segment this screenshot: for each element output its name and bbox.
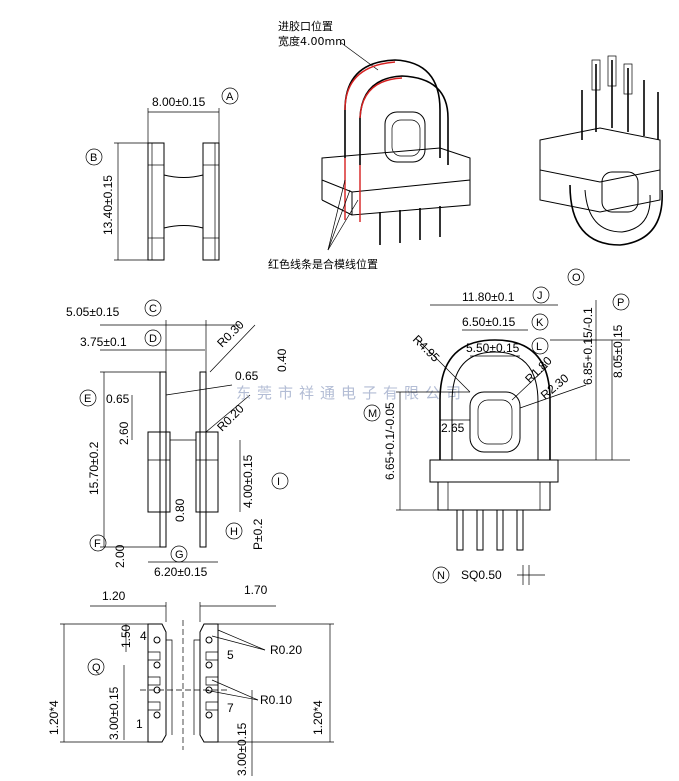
tag-n: N (437, 570, 445, 582)
front-view: 11.80±0.1 J O P 6.50±0.15 K 5.50±0.15 L … (363, 268, 630, 585)
d080: 0.80 (173, 498, 187, 522)
pin-4-label: 4 (140, 629, 147, 643)
left-flange (147, 142, 165, 261)
d120-top: 1.20 (102, 589, 126, 603)
sq050: SQ0.50 (461, 568, 502, 582)
tag-a: A (226, 91, 234, 103)
d265: 2.65 (441, 421, 465, 435)
dim-top-width: 8.00±0.15 (152, 95, 206, 109)
pin-1-label: 1 (136, 717, 143, 731)
d040: 0.40 (275, 348, 289, 372)
dim-d: 3.75±0.1 (80, 335, 127, 349)
d120x4-right: 1.20*4 (311, 700, 325, 735)
d200: 2.00 (113, 544, 127, 568)
isometric-view-front: 进胶口位置 宽度4.00mm 红色线条是合模线位置 (268, 19, 471, 271)
tag-g: G (175, 549, 184, 561)
tag-e: E (84, 393, 91, 405)
tag-d: D (149, 333, 157, 345)
d065-left: 0.65 (106, 392, 130, 406)
d1180: 11.80±0.1 (462, 290, 515, 304)
r030: R0.30 (214, 317, 247, 350)
r020-bottom: R0.20 (270, 643, 302, 657)
d300-left: 3.00±0.15 (107, 686, 121, 740)
tag-k: K (536, 317, 544, 329)
tag-circle-b (85, 148, 103, 166)
top-end-view: 8.00±0.15 A 13.40±0.15 B (85, 87, 239, 261)
r020: R0.20 (214, 401, 247, 434)
tag-circle-a (221, 87, 239, 105)
tag-h: H (230, 526, 238, 538)
tag-c: C (149, 303, 157, 315)
p02: P±0.2 (251, 518, 265, 550)
tag-f: F (94, 538, 101, 550)
side-pin-right (199, 371, 207, 548)
d170: 1.70 (244, 583, 268, 597)
side-view: 5.05±0.15 C 3.75±0.1 D R0.30 0.65 0.40 E… (66, 299, 289, 579)
d065-top: 0.65 (235, 369, 259, 383)
tag-p: P (617, 297, 624, 309)
tag-j: J (537, 290, 543, 302)
d620: 6.20±0.15 (154, 565, 208, 579)
r010: R0.10 (260, 693, 292, 707)
pin-7-label: 7 (227, 701, 234, 715)
gate-note-1: 进胶口位置 (278, 19, 333, 33)
d120x4-left: 1.20*4 (47, 700, 61, 735)
watermark: 东莞市祥通电子有限公司 (236, 384, 467, 402)
d685: 6.85+0.15/-0.1 (581, 307, 595, 385)
right-flange (202, 142, 220, 261)
d550: 5.50±0.15 (466, 341, 520, 355)
tag-i: I (277, 476, 280, 488)
d400: 4.00±0.15 (241, 454, 255, 508)
tag-q: Q (92, 662, 101, 674)
pin-5-label: 5 (227, 648, 234, 662)
d665: 6.65+0.1/-0.05 (383, 402, 397, 480)
gate-note-2: 宽度4.00mm (278, 34, 346, 48)
r230: R2.30 (538, 371, 572, 403)
tag-b: B (90, 152, 97, 164)
dim-top-height: 13.40±0.15 (101, 175, 115, 235)
isometric-view-back (539, 55, 663, 246)
d650: 6.50±0.15 (462, 315, 516, 329)
tag-l: L (536, 341, 542, 353)
dim-c: 5.05±0.15 (66, 305, 120, 319)
d260: 2.60 (117, 421, 131, 445)
side-pin-left (159, 371, 167, 548)
bottom-view: 1.20 1.70 1.50 Q 1.20*4 3.00±0.15 R0.20 … (47, 583, 334, 776)
tag-m: M (368, 408, 377, 420)
tag-o: O (572, 272, 581, 284)
d1570: 15.70±0.2 (87, 441, 101, 495)
d805: 8.05±0.15 (611, 324, 625, 378)
d300-bottom: 3.00±0.15 (235, 722, 249, 776)
red-line-note: 红色线条是合模线位置 (268, 257, 378, 271)
